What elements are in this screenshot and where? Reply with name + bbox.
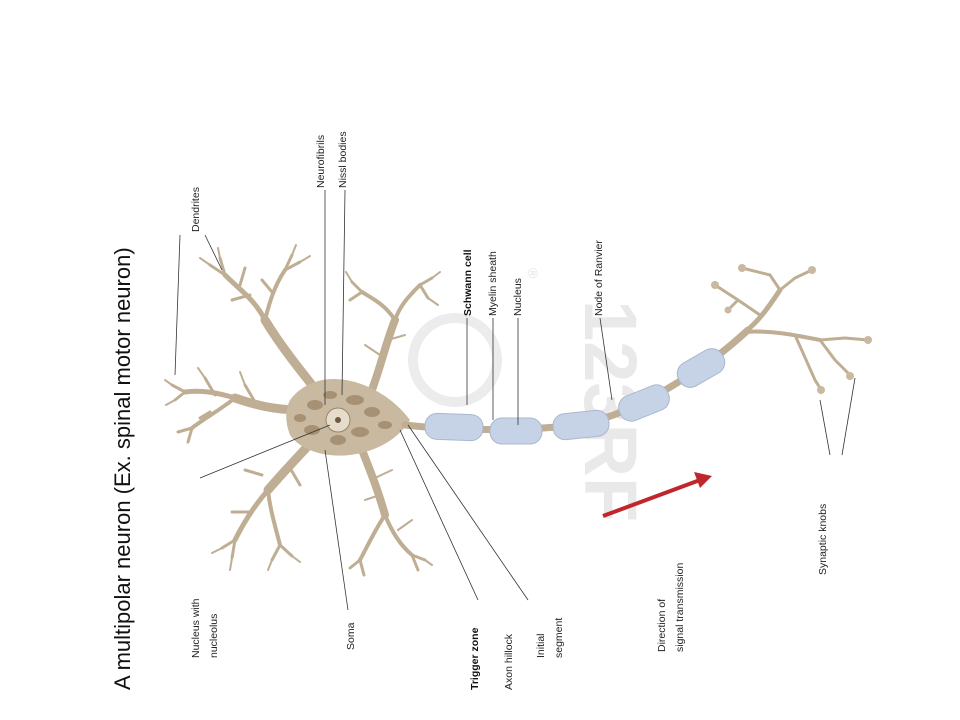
soma bbox=[286, 379, 410, 456]
direction-arrow bbox=[602, 472, 712, 518]
axon-terminal bbox=[711, 264, 872, 394]
nissl-bodies-dots bbox=[294, 391, 392, 445]
axon bbox=[401, 326, 752, 445]
label-direction-line2: signal transmission bbox=[674, 563, 686, 652]
diagram-title: A multipolar neuron (Ex. spinal motor ne… bbox=[110, 247, 135, 690]
label-soma: Soma bbox=[345, 622, 357, 650]
label-synaptic-knobs: Synaptic knobs bbox=[817, 504, 829, 575]
label-schwann-cell: Schwann cell bbox=[462, 249, 474, 316]
label-direction-line1: Direction of bbox=[656, 599, 668, 652]
nucleolus bbox=[335, 417, 341, 423]
watermark-registered: ® bbox=[525, 268, 541, 279]
label-nucleus-with-nucleolus-line2: nucleolus bbox=[208, 614, 220, 658]
label-nissl-bodies: Nissl bodies bbox=[337, 131, 349, 188]
leader-lines bbox=[174, 189, 856, 611]
label-initial-segment-line1: Initial bbox=[535, 633, 547, 658]
label-nucleus-with-nucleolus-line1: Nucleus with bbox=[190, 598, 202, 658]
synaptic-knobs-shapes bbox=[711, 264, 872, 394]
label-nucleus: Nucleus bbox=[512, 278, 524, 316]
label-neurofibrils: Neurofibrils bbox=[315, 135, 327, 188]
myelin-sheaths bbox=[424, 348, 726, 445]
label-dendrites: Dendrites bbox=[190, 187, 202, 232]
label-initial-segment-line2: segment bbox=[553, 618, 565, 658]
label-myelin-sheath: Myelin sheath bbox=[487, 251, 499, 316]
label-node-of-ranvier: Node of Ranvier bbox=[593, 240, 605, 316]
label-axon-hillock: Axon hillock bbox=[503, 633, 515, 690]
label-trigger-zone: Trigger zone bbox=[469, 627, 481, 690]
